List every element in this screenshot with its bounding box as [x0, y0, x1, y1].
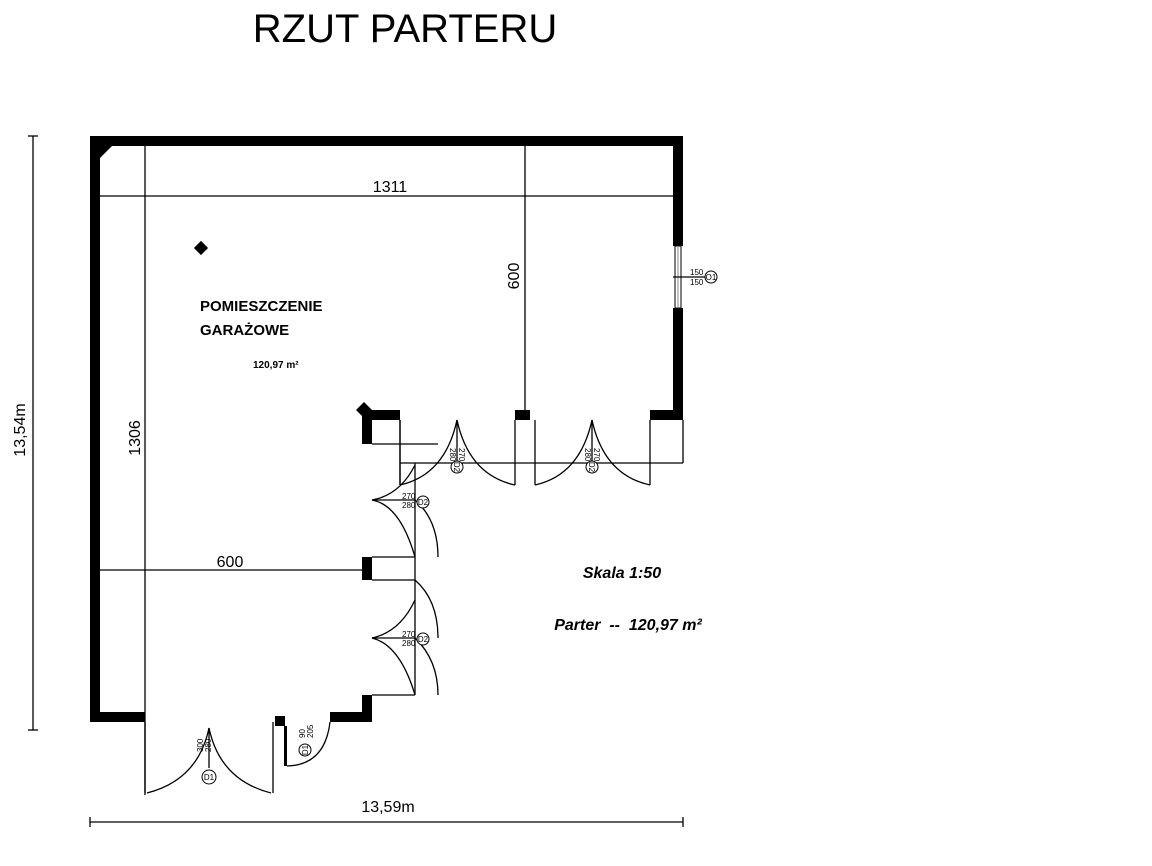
floor-area-summary: Parter -- 120,97 m² — [554, 617, 702, 634]
room-name-line1: POMIESZCZENIE — [200, 298, 323, 315]
svg-text:90: 90 — [298, 729, 307, 738]
dim-lower-wing: 600 — [217, 554, 244, 571]
marker-diamond-icon — [193, 240, 209, 256]
svg-text:D2: D2 — [452, 462, 461, 473]
svg-text:D2: D2 — [418, 498, 429, 507]
walls — [90, 136, 683, 726]
plan-title: RZUT PARTERU — [253, 7, 557, 51]
overall-height-dimension: 13,54m — [12, 135, 38, 731]
door-d1-small: 90 205 D1 — [284, 721, 331, 767]
svg-text:205: 205 — [306, 724, 315, 738]
svg-text:280: 280 — [402, 639, 416, 648]
room-area: 120,97 m² — [253, 360, 299, 371]
svg-text:280: 280 — [204, 738, 213, 752]
door-d2-upper-left: 270 280 D2 — [399, 419, 516, 486]
svg-text:D2: D2 — [418, 635, 429, 644]
svg-text:O1: O1 — [706, 273, 717, 282]
svg-text:13,59m: 13,59m — [361, 799, 414, 816]
door-d2-upper-right: 270 280 D2 — [534, 419, 651, 486]
svg-text:280: 280 — [583, 448, 592, 462]
svg-text:300: 300 — [196, 738, 205, 752]
svg-text:270: 270 — [402, 630, 416, 639]
svg-text:270: 270 — [402, 492, 416, 501]
door-d2-side-lower: 270 280 D2 — [371, 579, 439, 696]
svg-text:D2: D2 — [587, 462, 596, 473]
svg-text:D1: D1 — [204, 773, 215, 782]
door-d2-side-upper: 270 280 D2 — [371, 464, 439, 558]
svg-text:270: 270 — [457, 448, 466, 462]
room-name-line2: GARAŻOWE — [200, 322, 289, 339]
window-o1: 150 150 O1 — [673, 245, 718, 309]
svg-text:150: 150 — [690, 278, 704, 287]
svg-text:280: 280 — [448, 448, 457, 462]
dim-upper-wing: 600 — [506, 263, 523, 290]
scale-label: Skala 1:50 — [583, 565, 661, 582]
svg-text:270: 270 — [592, 448, 601, 462]
overall-width-dimension: 13,59m — [89, 799, 684, 827]
dim-left-inner: 1306 — [127, 420, 144, 456]
svg-text:150: 150 — [690, 268, 704, 277]
dim-top-inner: 1311 — [373, 179, 408, 196]
svg-text:13,54m: 13,54m — [12, 403, 29, 456]
svg-text:D1: D1 — [301, 744, 310, 755]
svg-text:280: 280 — [402, 501, 416, 510]
door-d1-gate: 300 280 D1 — [144, 722, 274, 794]
